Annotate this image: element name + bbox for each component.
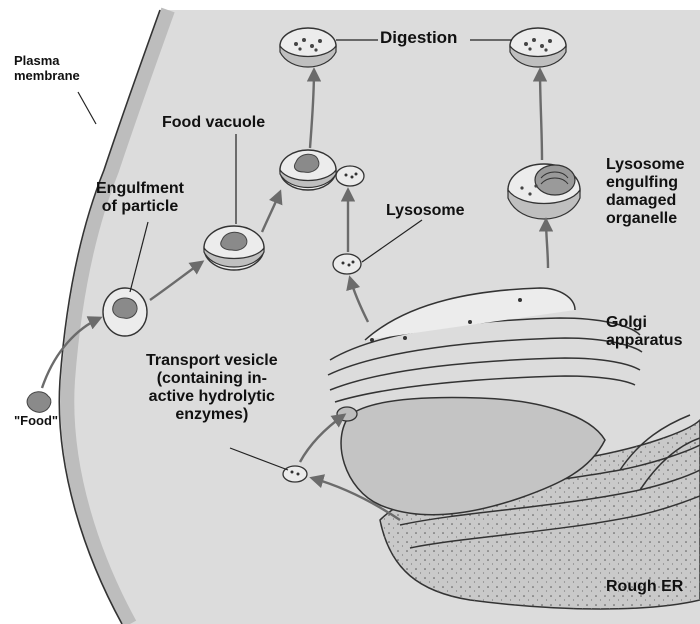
label-golgi: Golgi apparatus: [606, 314, 682, 350]
lysosome-engulfing-organelle: [508, 164, 580, 219]
label-lysosome: Lysosome: [386, 202, 465, 220]
digestion-vacuole-right: [510, 28, 566, 67]
label-plasma-membrane-line-2: membrane: [14, 69, 80, 84]
transport-vesicle: [283, 466, 307, 482]
leader-plasma-membrane: [78, 92, 96, 124]
label-plasma-membrane-line-1: Plasma: [14, 54, 80, 69]
food-particle: [27, 392, 51, 413]
label-engulfment: Engulfment of particle: [96, 180, 184, 216]
label-transport-vesicle-line-4: enzymes): [146, 406, 278, 424]
label-lysosome-engulfing-line-2: engulfing: [606, 174, 685, 192]
label-engulfment-line-1: Engulfment: [96, 180, 184, 198]
label-lysosome-engulfing: Lysosome engulfing damaged organelle: [606, 156, 685, 228]
label-plasma-membrane: Plasma membrane: [14, 54, 80, 83]
label-lysosome-engulfing-line-3: damaged: [606, 192, 685, 210]
label-food: "Food": [14, 414, 58, 429]
label-rough-er: Rough ER: [606, 578, 683, 596]
label-golgi-line-2: apparatus: [606, 332, 682, 350]
label-lysosome-engulfing-line-1: Lysosome: [606, 156, 685, 174]
label-engulfment-line-2: of particle: [96, 198, 184, 216]
label-transport-vesicle: Transport vesicle (containing in- active…: [146, 352, 278, 424]
label-transport-vesicle-line-2: (containing in-: [146, 370, 278, 388]
engulfment-vesicle: [103, 288, 147, 336]
label-lysosome-engulfing-line-4: organelle: [606, 210, 685, 228]
label-food-vacuole: Food vacuole: [162, 114, 265, 132]
lysosome-vesicle: [333, 254, 361, 274]
label-transport-vesicle-line-3: active hydrolytic: [146, 388, 278, 406]
label-transport-vesicle-line-1: Transport vesicle: [146, 352, 278, 370]
label-digestion: Digestion: [380, 28, 457, 47]
food-vacuole: [204, 226, 264, 270]
digestion-vacuole-left: [280, 28, 336, 67]
label-golgi-line-1: Golgi: [606, 314, 682, 332]
